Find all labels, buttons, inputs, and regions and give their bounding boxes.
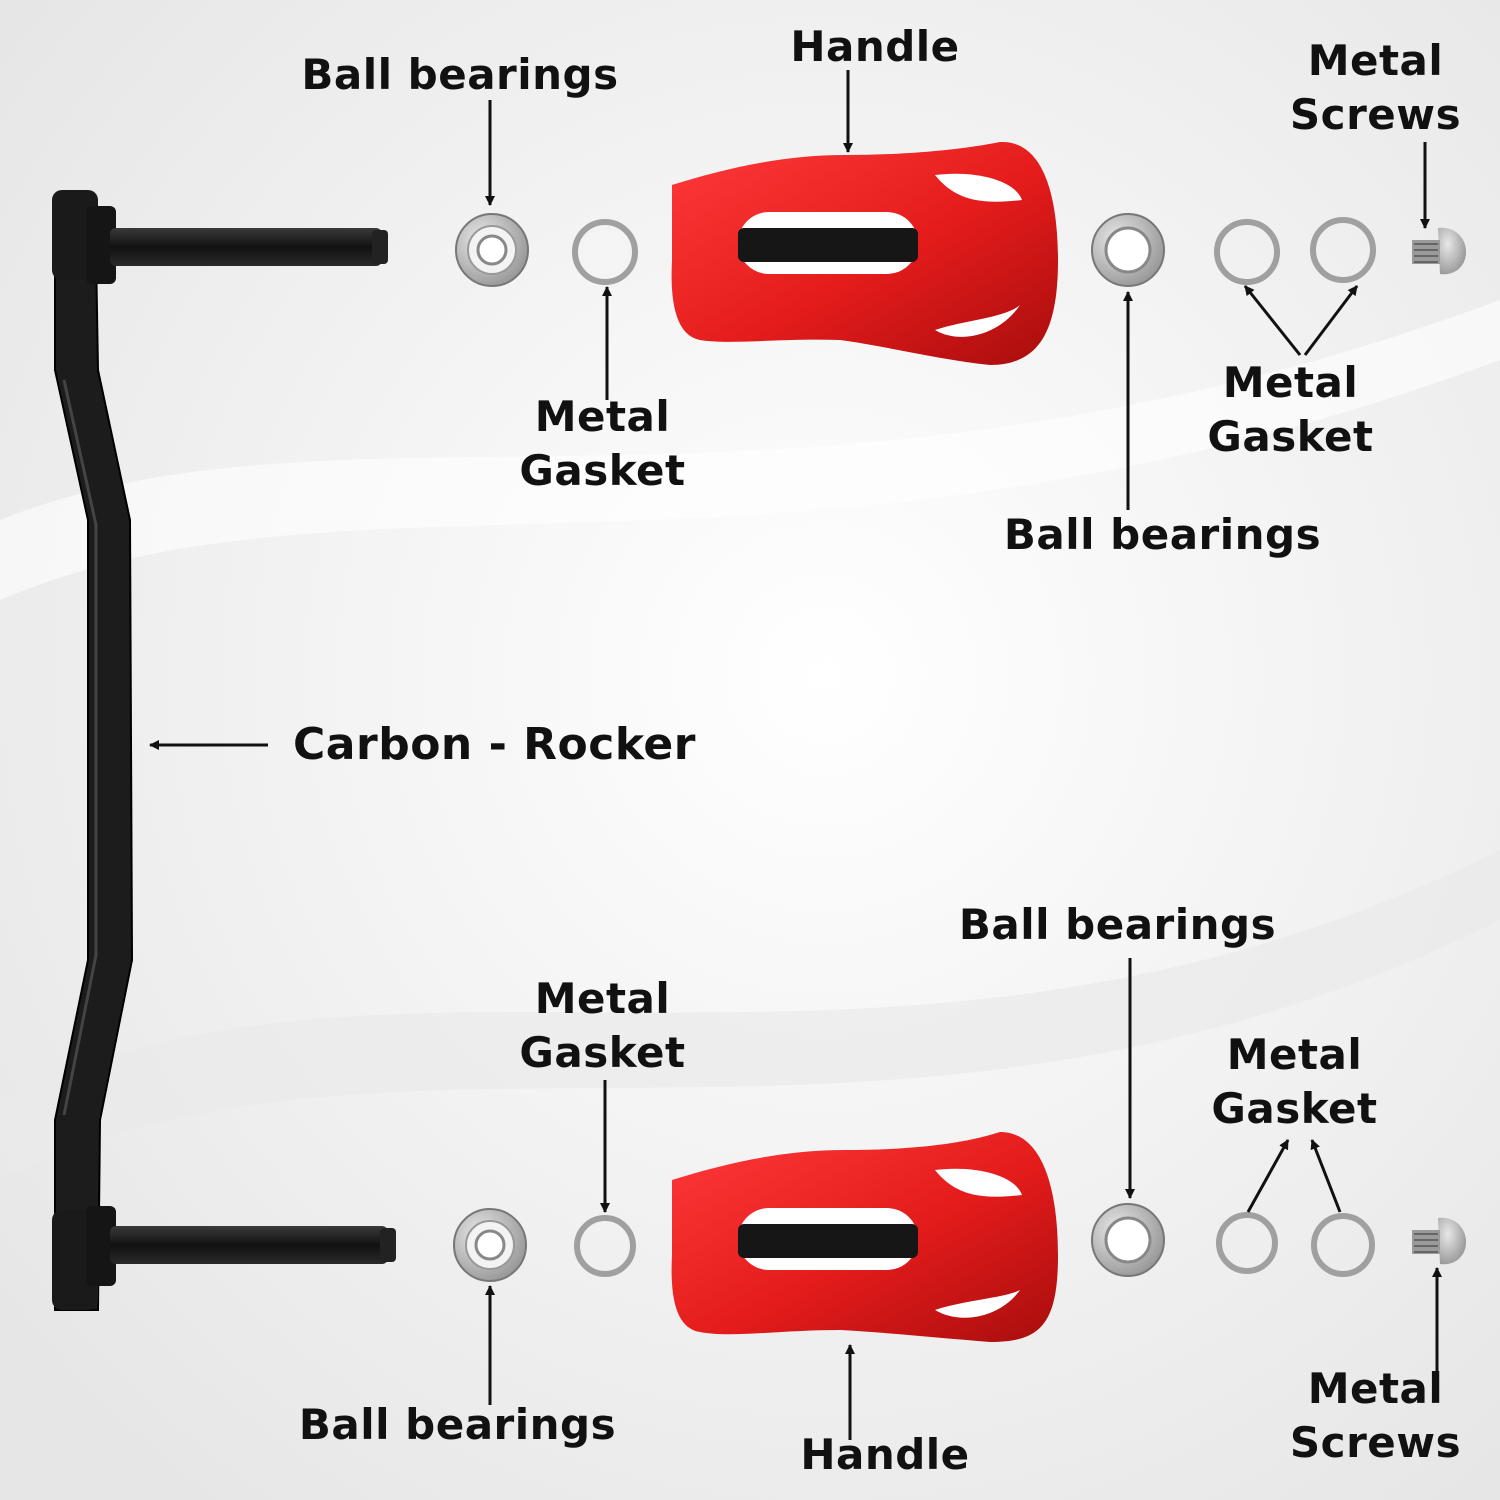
label-top-ball-bearings-left: Ball bearings bbox=[301, 50, 619, 99]
arrow-top-metal-gasket-right-2 bbox=[1303, 285, 1359, 356]
bottom-shaft bbox=[86, 1206, 396, 1286]
handle-bottom bbox=[671, 1132, 1058, 1342]
metal-gasket-top-right-2 bbox=[1310, 217, 1376, 283]
label-carbon-rocker: Carbon - Rocker bbox=[293, 719, 696, 770]
arrow-top-metal-gasket-right-1 bbox=[1243, 285, 1302, 356]
arrow-bottom-metal-gasket-right-1 bbox=[1246, 1139, 1290, 1213]
metal-gasket-top-right-1 bbox=[1214, 219, 1280, 285]
metal-gasket-bottom-right-2 bbox=[1311, 1213, 1375, 1277]
label-bottom-metal-screws: Metal Screws bbox=[1289, 1364, 1462, 1467]
ball-bearing-bottom-right bbox=[1091, 1203, 1165, 1277]
metal-gasket-bottom-left bbox=[574, 1215, 636, 1277]
top-shaft bbox=[86, 206, 388, 284]
label-top-metal-gasket-left: Metal Gasket bbox=[519, 392, 686, 495]
ball-bearing-top-right bbox=[1091, 213, 1165, 287]
metal-gasket-bottom-right-1 bbox=[1216, 1212, 1278, 1274]
metal-screw-top bbox=[1412, 227, 1466, 275]
label-top-metal-screws: Metal Screws bbox=[1289, 36, 1462, 139]
callout-arrows bbox=[149, 70, 1442, 1440]
metal-screw-bottom bbox=[1412, 1217, 1466, 1265]
ball-bearing-top-left bbox=[455, 213, 529, 287]
handle-top bbox=[671, 141, 1058, 365]
ball-bearing-bottom-left bbox=[453, 1208, 527, 1282]
label-bottom-metal-gasket-left: Metal Gasket bbox=[519, 974, 686, 1077]
label-bottom-metal-gasket-right: Metal Gasket bbox=[1211, 1030, 1378, 1133]
background-swoosh bbox=[0, 850, 1500, 1180]
background-swoosh bbox=[0, 300, 1500, 600]
label-bottom-ball-bearings-right: Ball bearings bbox=[958, 900, 1277, 949]
metal-gasket-top-left bbox=[572, 219, 638, 285]
label-bottom-handle: Handle bbox=[800, 1430, 970, 1479]
label-bottom-ball-bearings-left: Ball bearings bbox=[298, 1400, 617, 1449]
label-top-handle: Handle bbox=[790, 22, 960, 71]
arrow-bottom-metal-gasket-right-2 bbox=[1310, 1139, 1342, 1213]
label-top-metal-gasket-right: Metal Gasket bbox=[1207, 358, 1374, 461]
label-top-ball-bearings-right: Ball bearings bbox=[1003, 510, 1322, 559]
